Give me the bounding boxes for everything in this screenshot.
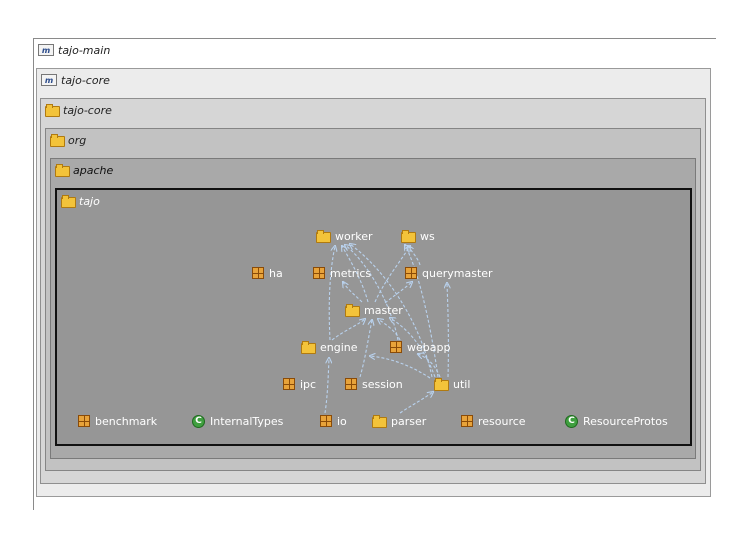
project-icon: m: [41, 74, 57, 86]
edge-master-metrics: [343, 282, 363, 303]
node-parser[interactable]: parser: [372, 413, 426, 429]
container-label: tajo: [79, 194, 100, 208]
node-label: ResourceProtos: [583, 414, 668, 428]
node-resource[interactable]: resource: [461, 413, 526, 429]
edge-util-webapp: [418, 354, 441, 378]
folder-icon: [345, 304, 360, 317]
container-header-tajo-core-source[interactable]: tajo-core: [45, 99, 112, 121]
node-internaltypes[interactable]: C InternalTypes: [192, 413, 283, 429]
edge-io-engine: [324, 358, 329, 414]
package-icon: [345, 378, 357, 390]
node-master[interactable]: master: [345, 302, 403, 318]
container-header-tajo[interactable]: tajo: [61, 190, 100, 212]
edge-engine-worker: [328, 246, 335, 341]
edge-webapp-master: [378, 319, 401, 341]
package-icon: [252, 267, 264, 279]
node-webapp[interactable]: webapp: [390, 339, 450, 355]
edge-util-session: [370, 356, 431, 379]
folder-icon: [401, 230, 416, 243]
node-session[interactable]: session: [345, 376, 403, 392]
node-label: webapp: [407, 340, 451, 354]
container-header-tajo-core-project[interactable]: m tajo-core: [41, 69, 110, 91]
node-worker[interactable]: worker: [316, 228, 373, 244]
node-label: io: [337, 414, 347, 428]
folder-icon: [301, 341, 316, 354]
node-label: session: [362, 377, 403, 391]
package-icon: [405, 267, 417, 279]
class-icon: C: [565, 414, 578, 428]
node-label: parser: [391, 414, 427, 428]
container-header-tajo-main[interactable]: m tajo-main: [38, 39, 110, 61]
edge-util-querymaster: [447, 283, 448, 378]
edge-master-querymaster: [384, 282, 412, 304]
package-icon: [78, 415, 90, 427]
edge-querymaster-ws: [408, 246, 421, 266]
node-ws[interactable]: ws: [401, 228, 435, 244]
node-io[interactable]: io: [320, 413, 347, 429]
folder-icon: [372, 415, 387, 428]
node-label: worker: [335, 229, 373, 243]
node-label: util: [453, 377, 471, 391]
node-label: ws: [420, 229, 435, 243]
container-label: tajo-core: [61, 73, 110, 87]
node-querymaster[interactable]: querymaster: [405, 265, 493, 281]
node-ha[interactable]: ha: [252, 265, 283, 281]
folder-icon: [50, 134, 65, 147]
node-engine[interactable]: engine: [301, 339, 358, 355]
node-label: benchmark: [95, 414, 158, 428]
edge-util-master: [390, 318, 436, 378]
edge-parser-util: [399, 392, 433, 414]
folder-icon: [316, 230, 331, 243]
node-metrics[interactable]: metrics: [313, 265, 371, 281]
folder-icon: [61, 195, 76, 208]
node-resourceprotos[interactable]: C ResourceProtos: [565, 413, 668, 429]
node-label: ipc: [300, 377, 317, 391]
class-icon: C: [192, 414, 205, 428]
container-label: tajo-core: [63, 103, 112, 117]
package-icon: [461, 415, 473, 427]
node-label: resource: [478, 414, 526, 428]
node-label: metrics: [330, 266, 372, 280]
project-icon: m: [38, 44, 54, 56]
folder-icon: [434, 378, 449, 391]
container-tajo: tajo: [55, 188, 692, 446]
edge-session-master: [359, 320, 372, 378]
edge-webapp-worker: [345, 245, 399, 341]
package-icon: [390, 341, 402, 353]
container-label: tajo-main: [58, 43, 111, 57]
node-label: engine: [320, 340, 358, 354]
node-label: master: [364, 303, 403, 317]
container-label: org: [68, 133, 87, 147]
edge-util-ws: [405, 245, 439, 378]
node-label: querymaster: [422, 266, 493, 280]
package-icon: [320, 415, 332, 427]
container-label: apache: [73, 163, 114, 177]
container-header-apache[interactable]: apache: [55, 159, 113, 181]
node-benchmark[interactable]: benchmark: [78, 413, 157, 429]
package-icon: [313, 267, 325, 279]
edge-engine-master: [331, 319, 365, 341]
source-folder-icon: [45, 104, 60, 117]
node-label: InternalTypes: [210, 414, 284, 428]
node-util[interactable]: util: [434, 376, 470, 392]
package-icon: [283, 378, 295, 390]
container-header-org[interactable]: org: [50, 129, 86, 151]
folder-icon: [55, 164, 70, 177]
node-label: ha: [269, 266, 283, 280]
node-ipc[interactable]: ipc: [283, 376, 316, 392]
